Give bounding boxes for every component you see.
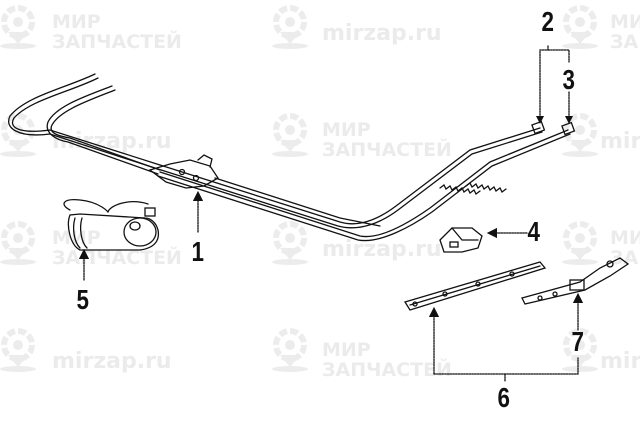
part-6-guide-rail [403, 261, 547, 311]
part-7-guide-rail-link [521, 257, 630, 305]
leader-lines [78, 45, 584, 383]
callout-3: 3 [562, 64, 576, 95]
callout-5: 5 [76, 284, 90, 315]
callout-2: 2 [541, 6, 555, 37]
callout-6: 6 [497, 382, 511, 413]
part-4-bracket [439, 227, 483, 253]
part-1-cable-assembly [8, 73, 576, 242]
part-5-motor [63, 199, 160, 251]
callout-7: 7 [571, 326, 585, 357]
callout-4: 4 [527, 216, 541, 247]
arrow-heads [536, 116, 573, 124]
callout-1: 1 [191, 236, 205, 267]
